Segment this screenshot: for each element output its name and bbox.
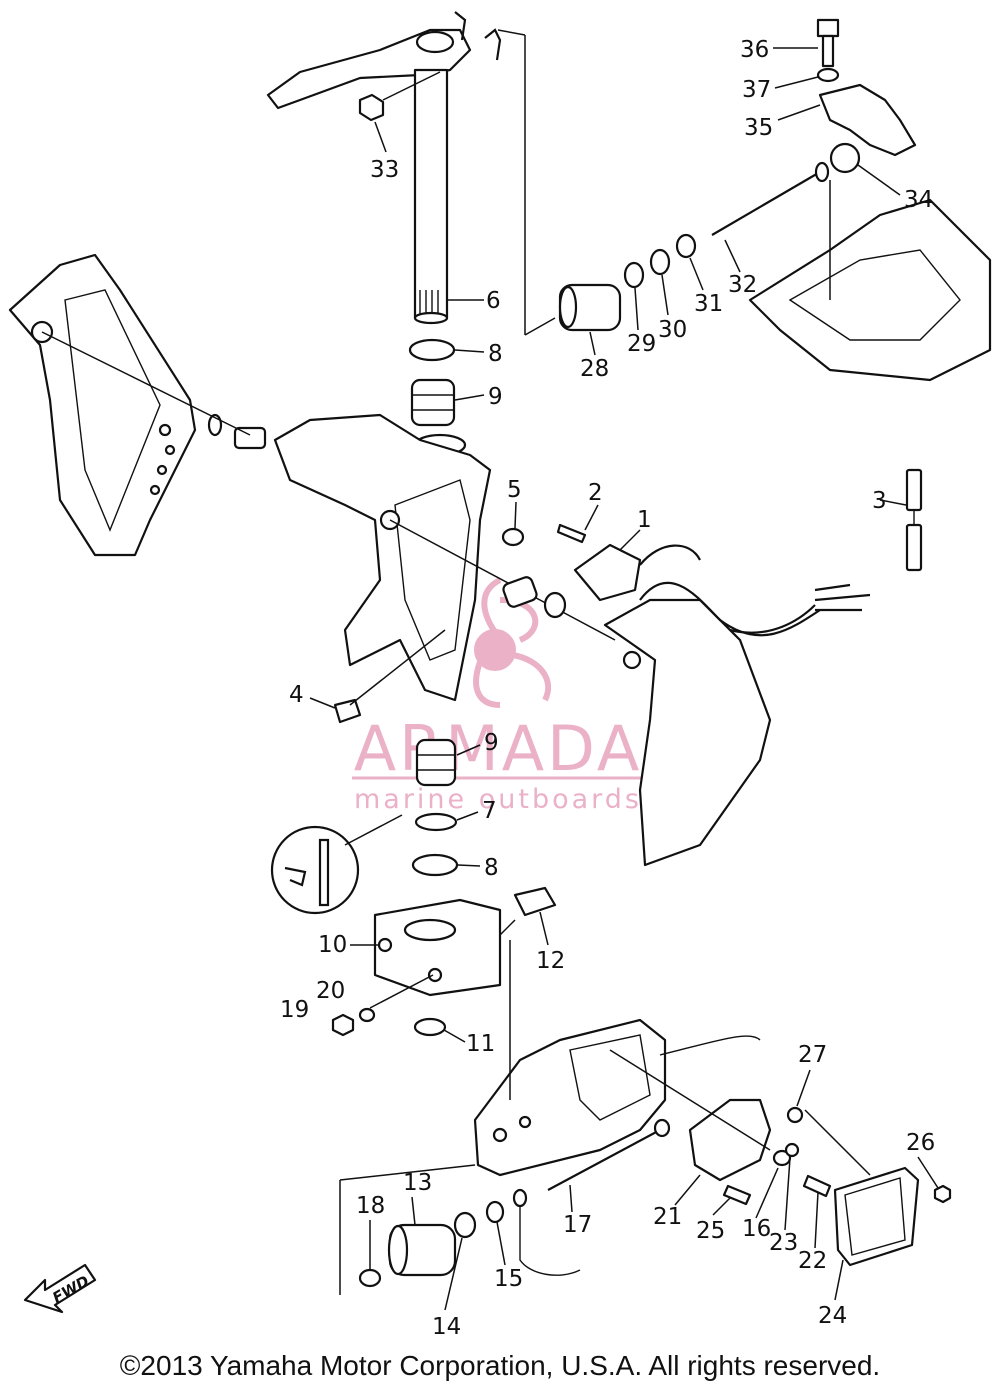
bolt-36	[816, 18, 840, 68]
ground-lead	[512, 1188, 581, 1276]
copyright-footer: ©2013 Yamaha Motor Corporation, U.S.A. A…	[119, 1350, 881, 1381]
callout-16: 16	[742, 1216, 771, 1242]
callout-12: 12	[536, 948, 565, 974]
callout-32: 32	[728, 272, 757, 298]
callout-6: 6	[486, 288, 501, 314]
callout-2: 2	[588, 480, 603, 506]
callout-20: 20	[316, 978, 345, 1004]
callout-24: 24	[818, 1303, 847, 1329]
callout-33: 33	[370, 157, 399, 183]
damper-34	[829, 142, 861, 174]
callout-4: 4	[289, 682, 304, 708]
steering-arm	[266, 11, 502, 110]
grommet-27	[786, 1106, 804, 1124]
screw-2	[556, 523, 587, 544]
washer-7	[414, 812, 458, 832]
callout-23: 23	[769, 1230, 798, 1256]
swivel-bracket	[273, 413, 616, 702]
callout-26: 26	[906, 1130, 935, 1156]
screw-26	[933, 1184, 952, 1204]
bolt-22	[802, 1174, 832, 1198]
callout-19: 19	[280, 997, 309, 1023]
tilt-bushing	[502, 576, 567, 619]
callout-11: 11	[466, 1031, 495, 1057]
nut-19-washer-20	[331, 974, 434, 1037]
clamp-bracket	[8, 253, 197, 557]
washer-18	[358, 1268, 382, 1288]
callout-7: 7	[482, 798, 497, 824]
callout-28: 28	[580, 356, 609, 382]
callout-3: 3	[872, 488, 887, 514]
callout-17: 17	[563, 1212, 592, 1238]
upper-mount-28	[497, 29, 622, 336]
bolt-17	[547, 1118, 671, 1191]
watermark: ARMADA marine outboards	[352, 577, 650, 815]
washer-8-upper	[408, 338, 456, 362]
washer-30	[649, 248, 671, 276]
watermark-brand: ARMADA	[354, 712, 642, 785]
washer-37	[816, 67, 840, 83]
callout-36: 36	[740, 37, 769, 63]
bolt-25	[722, 1184, 752, 1206]
nut-33	[358, 71, 441, 122]
lower-mount-housing-10	[373, 898, 502, 997]
lower-casing	[473, 1018, 761, 1177]
callout-34: 34	[904, 187, 933, 213]
callout-9-upper: 9	[488, 384, 503, 410]
detail-inset	[270, 814, 403, 915]
callout-8-upper: 8	[488, 341, 503, 367]
callout-13: 13	[403, 1170, 432, 1196]
steering-shaft	[413, 68, 449, 325]
cable-tie-3	[905, 468, 923, 572]
callout-5: 5	[507, 477, 522, 503]
callout-1: 1	[637, 507, 652, 533]
trim-sensor-bracket	[603, 581, 821, 867]
callout-31: 31	[694, 291, 723, 317]
plate-12	[499, 886, 557, 936]
cover-24	[833, 1166, 920, 1267]
callout-14: 14	[432, 1314, 461, 1340]
exhaust-guide-base	[748, 180, 992, 382]
callout-labels: 1 2 3 4 5 6 7 8 8 9 9 10 11 12 13 14 15 …	[280, 37, 935, 1340]
callout-15: 15	[494, 1266, 523, 1292]
callout-30: 30	[658, 317, 687, 343]
callout-pointers	[350, 47, 939, 1311]
callout-22: 22	[798, 1248, 827, 1274]
circlip-11	[413, 1017, 447, 1037]
tilt-pin-bushing	[41, 331, 267, 450]
callout-10: 10	[318, 932, 347, 958]
screw-4	[309, 629, 446, 724]
washer-8-lower	[411, 853, 459, 877]
watermark-tagline: marine outboards	[354, 784, 642, 815]
lower-mount-13	[387, 1223, 457, 1277]
washer-31	[675, 233, 697, 259]
callout-18: 18	[356, 1193, 385, 1219]
bolt-32	[711, 161, 830, 236]
callout-37: 37	[742, 77, 771, 103]
fwd-arrow-icon: FWD	[23, 1263, 97, 1314]
bushing-9-lower	[415, 738, 457, 787]
callout-29: 29	[627, 331, 656, 357]
callout-21: 21	[653, 1204, 682, 1230]
washer-14	[453, 1211, 477, 1239]
callout-27: 27	[798, 1042, 827, 1068]
trim-sensor-1	[573, 543, 701, 602]
callout-35: 35	[744, 115, 773, 141]
callout-8-lower: 8	[484, 855, 499, 881]
callout-9-lower: 9	[484, 730, 499, 756]
leader-lines	[339, 940, 871, 1295]
mount-housing-21	[688, 1098, 800, 1182]
mount-cover-35	[818, 83, 917, 157]
washer-15	[485, 1200, 505, 1224]
callout-25: 25	[696, 1218, 725, 1244]
bushing-9-upper	[410, 378, 456, 427]
washer-29	[623, 261, 645, 289]
sensor-cable	[729, 583, 871, 634]
washer-5	[501, 527, 525, 547]
